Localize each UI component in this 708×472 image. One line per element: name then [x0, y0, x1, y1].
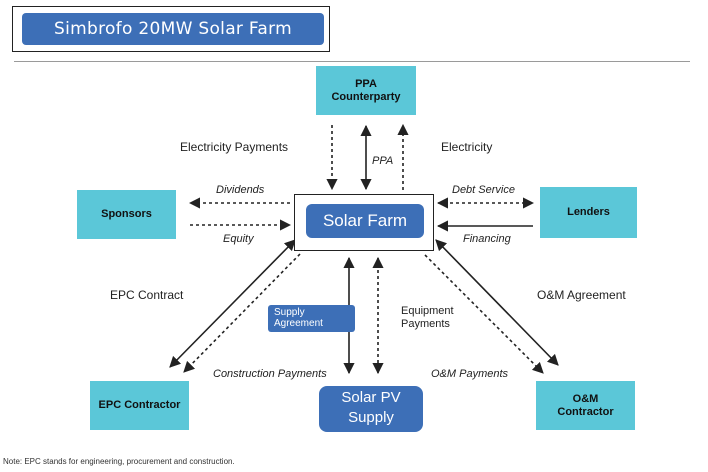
solar-farm-node: Solar Farm: [306, 204, 424, 238]
om-agreement-label: O&M Agreement: [537, 288, 626, 302]
om-payments-label: O&M Payments: [431, 368, 509, 380]
ppa-counterparty-node: PPA Counterparty: [316, 66, 416, 115]
epc-contractor-label: EPC Contractor: [98, 399, 181, 411]
om-contractor-label: O&M Contractor: [557, 392, 614, 418]
epc-contractor-node: EPC Contractor: [90, 381, 189, 430]
solar-pv-supply-label: Solar PV Supply: [341, 389, 401, 426]
divider: [14, 61, 690, 62]
footnote: Note: EPC stands for engineering, procur…: [3, 457, 235, 466]
solar-pv-supply-node: Solar PV Supply: [319, 386, 423, 432]
om-contractor-node: O&M Contractor: [536, 381, 635, 430]
epc-contract-arrow: [169, 239, 296, 368]
om-agreement-arrow: [435, 239, 559, 366]
equipment-payments-label: Equipment Payments: [401, 305, 454, 330]
om-payments-arrow: [424, 254, 544, 374]
equity-label: Equity: [223, 233, 254, 245]
financing-label: Financing: [463, 233, 511, 245]
sponsors-node: Sponsors: [77, 190, 176, 239]
page-title: Simbrofo 20MW Solar Farm: [22, 13, 324, 45]
lenders-label: Lenders: [567, 206, 610, 218]
supply-agreement-label: Supply Agreement: [274, 307, 323, 329]
dividends-label: Dividends: [216, 184, 265, 196]
epc-contract-label: EPC Contract: [110, 288, 184, 302]
debt-service-label: Debt Service: [452, 184, 515, 196]
construction-payments-label: Construction Payments: [213, 368, 327, 380]
electricity-label: Electricity: [441, 140, 493, 154]
ppa-counterparty-label: PPA Counterparty: [331, 77, 401, 103]
sponsors-label: Sponsors: [101, 208, 152, 220]
solar-farm-label: Solar Farm: [322, 211, 408, 230]
lenders-node: Lenders: [540, 187, 637, 238]
supply-agreement-node: Supply Agreement: [268, 305, 355, 332]
electricity-payments-label: Electricity Payments: [180, 140, 289, 154]
ppa-label: PPA: [372, 155, 394, 167]
